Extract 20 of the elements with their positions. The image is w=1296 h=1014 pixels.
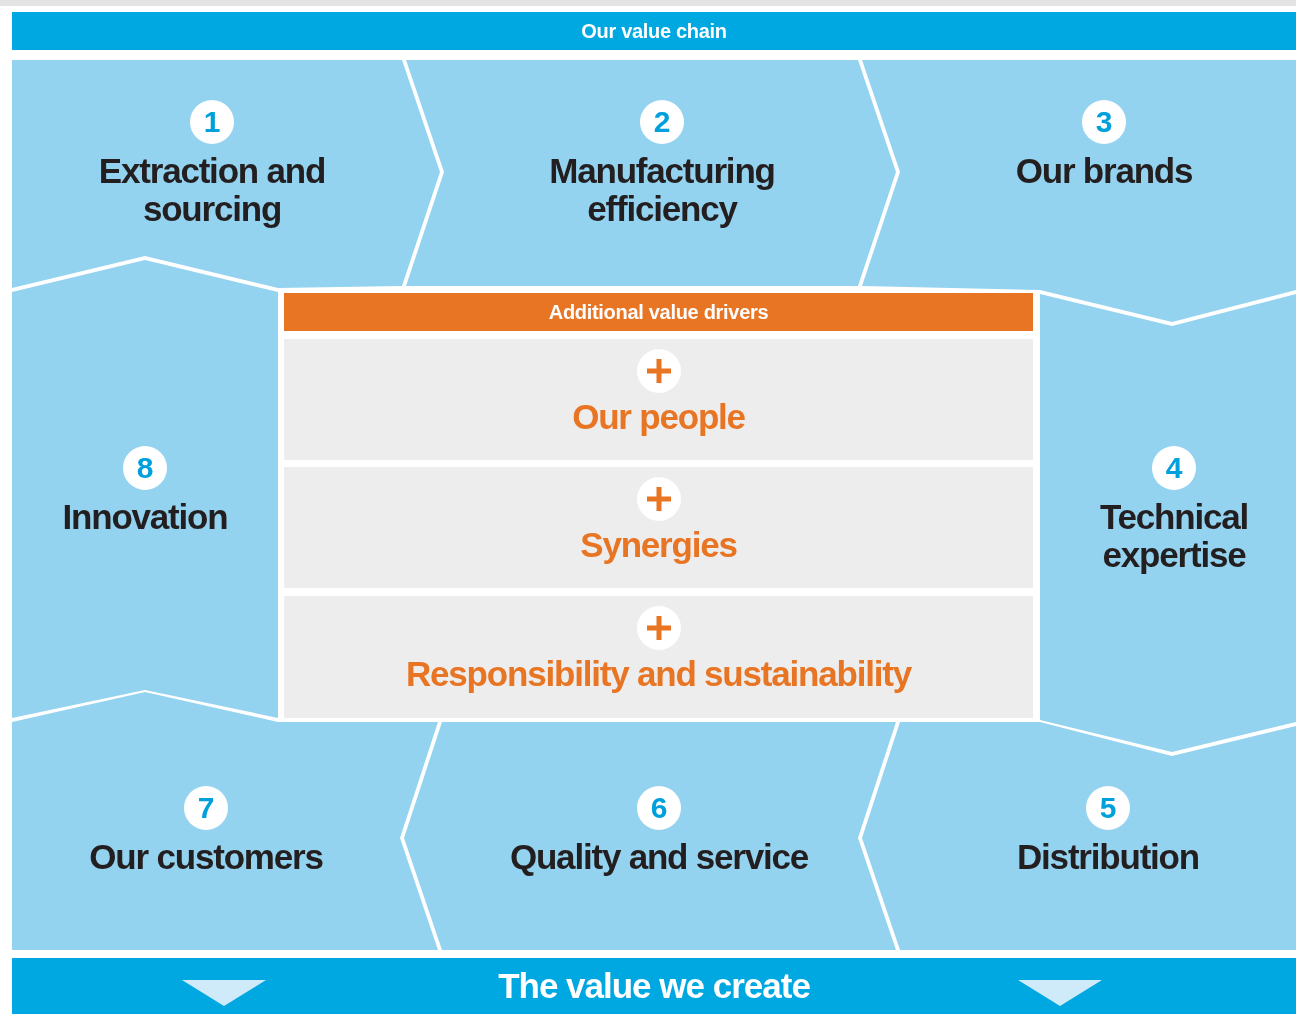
- driver-label: Responsibility and sustainability: [406, 654, 911, 694]
- panel-header: Additional value drivers: [284, 293, 1033, 331]
- step-label: Our brands: [1015, 152, 1193, 190]
- step-label: Innovation: [62, 498, 228, 536]
- footer-band: [12, 958, 1296, 1014]
- step-label: Quality and service: [509, 838, 809, 876]
- step-label: Manufacturing efficiency: [548, 152, 776, 228]
- drivers-panel: [284, 293, 1033, 718]
- driver-label: Our people: [572, 397, 745, 437]
- driver-row: [284, 339, 1033, 460]
- step-label: Technical expertise: [1098, 498, 1250, 574]
- step-label: Distribution: [1017, 838, 1199, 876]
- driver-label: Synergies: [580, 525, 737, 565]
- driver-row: [284, 596, 1033, 718]
- driver-row: [284, 467, 1033, 588]
- header-text: Our value chain: [581, 19, 727, 43]
- step-label: Our customers: [89, 838, 323, 876]
- header-band: [12, 12, 1296, 50]
- footer-text: The value we create: [498, 966, 810, 1006]
- step-label: Extraction and sourcing: [97, 152, 327, 228]
